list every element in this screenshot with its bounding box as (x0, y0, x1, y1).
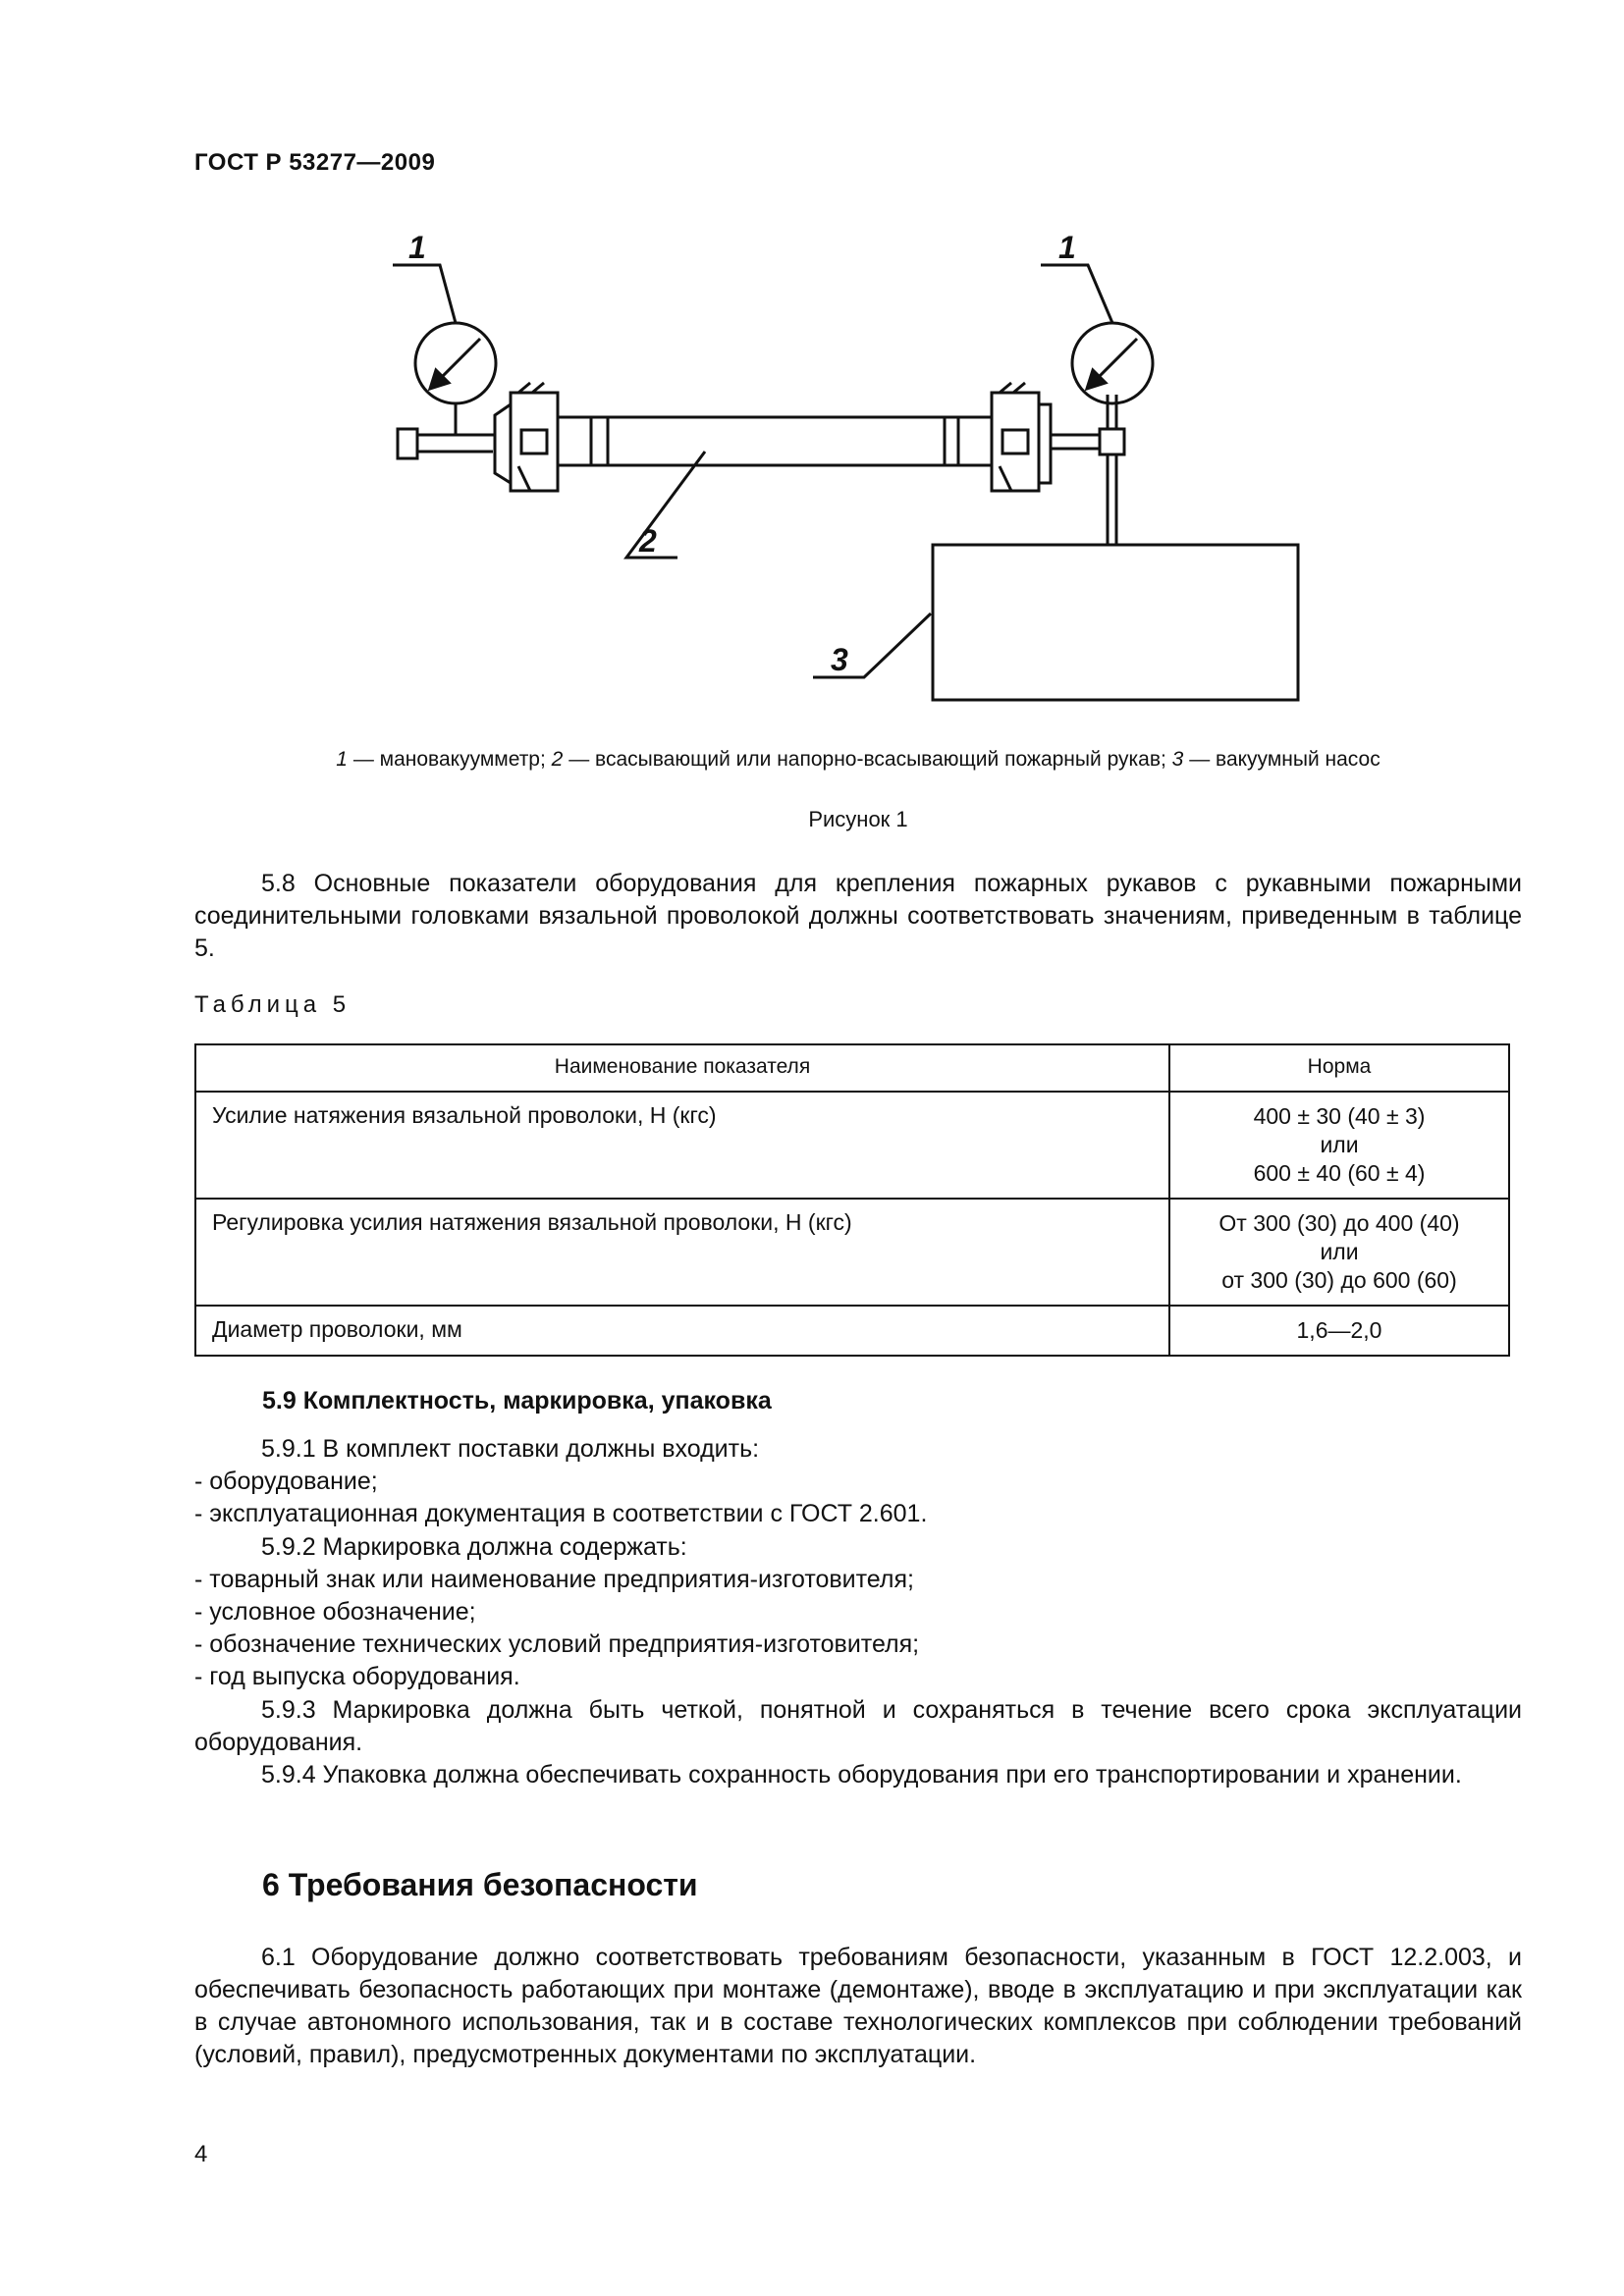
figure-caption: 1 — мановакуумметр; 2 — всасывающий или … (194, 748, 1522, 772)
leader-2 (623, 451, 707, 560)
paragraph-6-1: 6.1 Оборудование должно соответствовать … (194, 1942, 1522, 2071)
leader-1-right (1041, 263, 1114, 324)
section-5-9-body: 5.9.1 В комплект поставки должны входить… (194, 1433, 1522, 1791)
right-coupling (990, 381, 1053, 493)
left-coupling (509, 381, 560, 493)
list-item: - эксплуатационная документация в соотве… (194, 1500, 928, 1528)
table-caption: Таблица 5 (194, 991, 352, 1018)
paragraph-5-9-3: 5.9.3 Маркировка должна быть четкой, пон… (194, 1695, 1522, 1756)
paragraph-5-8: 5.8 Основные показатели оборудования для… (194, 868, 1522, 965)
table-row: Диаметр проволоки, мм 1,6—2,0 (194, 1305, 1510, 1357)
norm-line: 400 ± 30 (40 ± 3) (1253, 1103, 1426, 1129)
figure-title: Рисунок 1 (808, 807, 908, 831)
caption-text-2: — всасывающий или напорно-всасывающий по… (563, 748, 1172, 771)
figure-label-1-left: 1 (408, 230, 426, 265)
figure-1-diagram: 1 1 2 3 (393, 230, 1300, 702)
left-wedge (493, 401, 513, 486)
caption-num-1: 1 (336, 748, 348, 771)
list-item: - условное обозначение; (194, 1598, 476, 1627)
table-header-row: Наименование показателя Норма (194, 1043, 1510, 1093)
norm-line: От 300 (30) до 400 (40) (1218, 1210, 1460, 1236)
table-cell-norm: 1,6—2,0 (1168, 1305, 1510, 1357)
table-row: Регулировка усилия натяжения вязальной п… (194, 1198, 1510, 1307)
table-cell-name: Усилие натяжения вязальной проволоки, Н … (194, 1091, 1170, 1200)
norm-line: 600 ± 40 (60 ± 4) (1253, 1160, 1426, 1186)
paragraph-5-9-4: 5.9.4 Упаковка должна обеспечивать сохра… (261, 1761, 1462, 1789)
table-row: Усилие натяжения вязальной проволоки, Н … (194, 1091, 1510, 1200)
section-6-title: 6 Требования безопасности (262, 1867, 698, 1902)
list-item: - обозначение технических условий предпр… (194, 1630, 920, 1659)
left-plug (396, 427, 419, 460)
list-item: - год выпуска оборудования. (194, 1663, 520, 1691)
caption-num-3: 3 (1171, 748, 1184, 771)
tee-fitting (1098, 427, 1126, 456)
paragraph-6-1-text: 6.1 Оборудование должно соответствовать … (194, 1944, 1522, 2068)
figure-label-2: 2 (638, 523, 657, 559)
right-gauge-icon (1070, 321, 1155, 405)
table-cell-name: Регулировка усилия натяжения вязальной п… (194, 1198, 1170, 1307)
list-item: - товарный знак или наименование предпри… (194, 1565, 914, 1593)
document-header: ГОСТ Р 53277—2009 (194, 149, 436, 176)
caption-text-1: — мановакуумметр; (347, 748, 552, 771)
figure-label-3: 3 (831, 642, 848, 677)
caption-text-3: — вакуумный насос (1183, 748, 1380, 771)
section-5-9-title: 5.9 Комплектность, маркировка, упаковка (262, 1387, 772, 1415)
table-header-norm: Норма (1168, 1043, 1510, 1093)
caption-num-2: 2 (551, 748, 564, 771)
table-header-name: Наименование показателя (194, 1043, 1170, 1093)
leader-3 (813, 612, 933, 679)
figure-label-1-right: 1 (1058, 230, 1076, 265)
norm-line: или (1320, 1239, 1359, 1264)
norm-line: или (1320, 1132, 1359, 1157)
paragraph-5-9-1: 5.9.1 В комплект поставки должны входить… (261, 1435, 760, 1463)
table-cell-norm: От 300 (30) до 400 (40) или от 300 (30) … (1168, 1198, 1510, 1307)
page-number: 4 (194, 2141, 208, 2167)
table-cell-norm: 400 ± 30 (40 ± 3) или 600 ± 40 (60 ± 4) (1168, 1091, 1510, 1200)
paragraph-5-9-2: 5.9.2 Маркировка должна содержать: (261, 1532, 687, 1561)
hose (558, 415, 992, 467)
leader-1-left (393, 263, 458, 324)
left-gauge-icon (413, 321, 498, 434)
list-item: - оборудование; (194, 1468, 378, 1496)
table-cell-name: Диаметр проволоки, мм (194, 1305, 1170, 1357)
paragraph-5-8-text: 5.8 Основные показатели оборудования для… (194, 870, 1522, 962)
table-5: Наименование показателя Норма Усилие нат… (194, 1043, 1510, 1357)
norm-line: 1,6—2,0 (1296, 1317, 1382, 1343)
vacuum-pump-box (931, 543, 1300, 702)
norm-line: от 300 (30) до 600 (60) (1221, 1267, 1457, 1293)
